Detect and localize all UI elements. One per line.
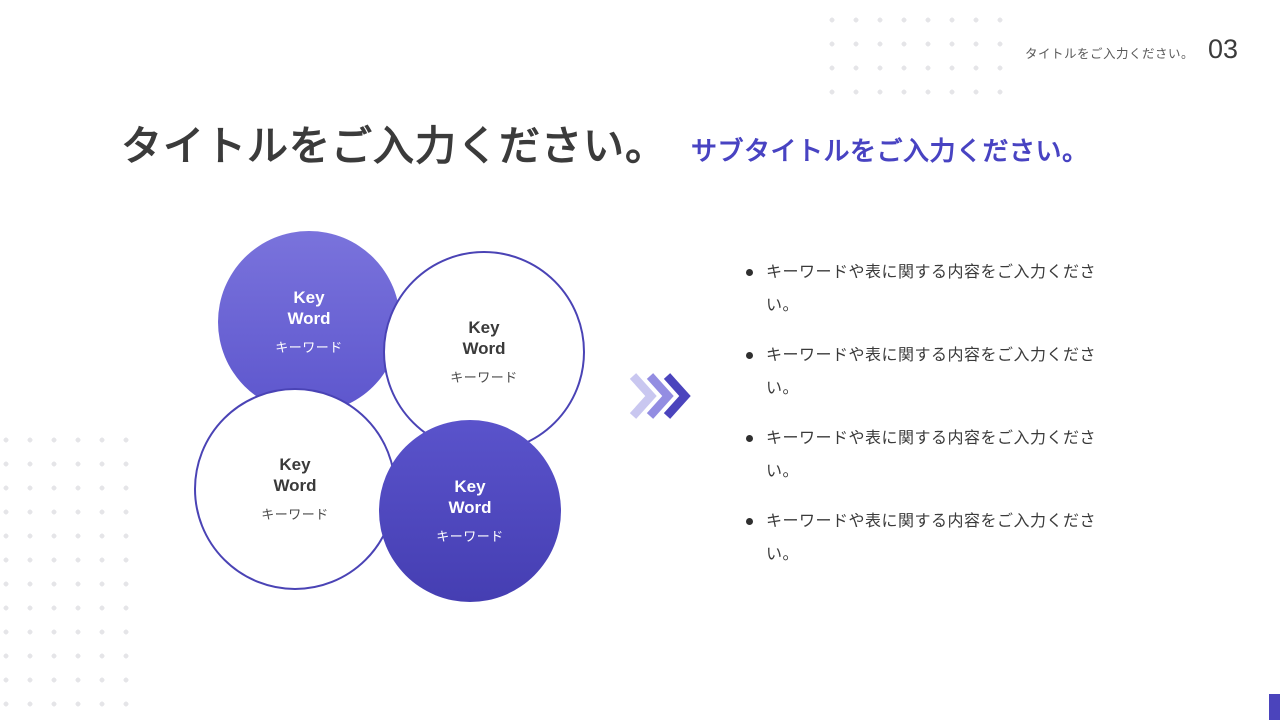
- bullet-list: キーワードや表に関する内容をご入力ください。 キーワードや表に関する内容をご入力…: [746, 256, 1126, 588]
- keyword-circle-bottom-right: Key Word キーワード: [379, 420, 561, 602]
- keyword-en-label: Key Word: [448, 477, 492, 517]
- keyword-en-label: Key Word: [462, 318, 506, 358]
- keyword-jp-label: キーワード: [450, 369, 518, 385]
- bullet-dot-icon: [746, 269, 753, 276]
- keyword-circle-bottom-left: Key Word キーワード: [194, 388, 396, 590]
- page-number: 03: [1207, 34, 1238, 64]
- bullet-dot-icon: [746, 435, 753, 442]
- keyword-jp-label: キーワード: [275, 339, 343, 355]
- keyword-circle-top-left: Key Word キーワード: [218, 231, 400, 413]
- triple-chevron-right-icon: [629, 373, 691, 419]
- keyword-en-label: Key Word: [273, 455, 317, 495]
- dot-pattern-bottom-left: [0, 428, 146, 720]
- title-row: タイトルをご入力ください。 サブタイトルをご入力ください。: [121, 112, 1089, 172]
- bullet-text: キーワードや表に関する内容をご入力ください。: [766, 264, 1097, 314]
- bullet-dot-icon: [746, 352, 753, 359]
- slide-title: タイトルをご入力ください。: [121, 123, 667, 169]
- keyword-en-label: Key Word: [287, 288, 331, 328]
- bullet-item: キーワードや表に関する内容をご入力ください。: [746, 339, 1126, 405]
- slide-subtitle: サブタイトルをご入力ください。: [691, 136, 1089, 166]
- keyword-jp-label: キーワード: [436, 528, 504, 544]
- bullet-item: キーワードや表に関する内容をご入力ください。: [746, 505, 1126, 571]
- slide-header: タイトルをご入力ください。 03: [1025, 34, 1238, 65]
- dot-pattern-top-right: [820, 8, 1014, 106]
- bullet-text: キーワードや表に関する内容をご入力ください。: [766, 430, 1097, 480]
- corner-accent-square: [1269, 694, 1280, 720]
- bullet-item: キーワードや表に関する内容をご入力ください。: [746, 256, 1126, 322]
- bullet-text: キーワードや表に関する内容をご入力ください。: [766, 347, 1097, 397]
- keyword-circle-top-right: Key Word キーワード: [383, 251, 585, 453]
- bullet-dot-icon: [746, 518, 753, 525]
- bullet-text: キーワードや表に関する内容をご入力ください。: [766, 513, 1097, 563]
- keyword-jp-label: キーワード: [261, 506, 329, 522]
- bullet-item: キーワードや表に関する内容をご入力ください。: [746, 422, 1126, 488]
- header-slide-label: タイトルをご入力ください。: [1024, 47, 1194, 61]
